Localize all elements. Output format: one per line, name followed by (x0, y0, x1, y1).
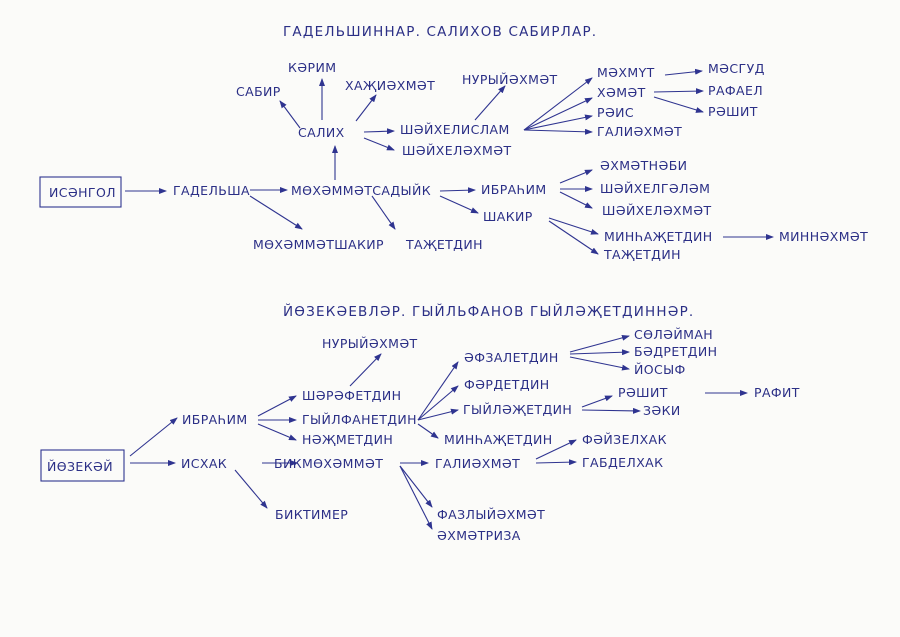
person-ahmatnabi: ӘХМӘТНӘБИ (600, 158, 687, 173)
person-masgud: МӘСГУД (708, 61, 765, 76)
person-isangol: ИСӘНГОЛ (49, 185, 116, 200)
person-sharafetdin: ШӘРӘФЕТДИН (302, 388, 401, 403)
person-minhazhetdin: МИНҺАҖЕТДИН (604, 229, 713, 244)
person-shaihelahmat-2: ШӘЙХЕЛӘХМӘТ (602, 203, 711, 218)
person-faizelhak: ФӘЙЗЕЛХАК (582, 432, 667, 447)
person-shaihelahmat: ШӘЙХЕЛӘХМӘТ (402, 143, 511, 158)
person-ahmatriza: ӘХМӘТРИЗА (437, 528, 521, 543)
person-mahmut: МӘХМҮТ (597, 65, 655, 80)
root-box-isangol (39, 176, 122, 208)
tree-yozek-arrows (129, 334, 748, 530)
person-isxak: ИСХАК (181, 456, 227, 471)
person-gyilfanetdin: ГЫЙЛФАНЕТДИН (302, 412, 417, 427)
person-rashit: РӘШИТ (708, 104, 758, 119)
person-sulaiman: СӨЛӘЙМАН (634, 327, 713, 342)
tree-gadelsha-arrows (125, 68, 774, 255)
person-shaihelgalam: ШӘЙХЕЛГӘЛӘМ (600, 181, 710, 196)
person-fardetdin: ФӘРДЕТДИН (464, 377, 550, 392)
person-rashit-2: РӘШИТ (618, 385, 668, 400)
title-yozekaevlar: ЙӨЗЕКӘЕВЛӘР. ГЫЙЛЬФАНОВ ГЫЙЛӘҖЕТДИННӘР. (283, 302, 694, 320)
person-salih: САЛИХ (298, 125, 345, 140)
person-galiahmat: ГАЛИӘХМӘТ (597, 124, 682, 139)
person-badretdin: БӘДРЕТДИН (634, 344, 717, 359)
title-gadelshinnar: ГАДЕЛЬШИННАР. САЛИХОВ САБИРЛАР. (283, 24, 597, 40)
person-rais: РӘИС (597, 105, 634, 120)
person-tazhetdin: ТАҖЕТДИН (405, 237, 483, 252)
person-galiahmat-2: ГАЛИӘХМӘТ (435, 456, 520, 471)
tree-gadelsha-names: ИСӘНГОЛ ГАДЕЛЬША МӨХӘММӘТСАДЫЙК МӨХӘММӘТ… (49, 60, 868, 262)
person-hazhiahmat: ХАҖИӘХМӘТ (345, 78, 435, 93)
person-gadelsha: ГАДЕЛЬША (173, 183, 250, 198)
root-box-yozekay (40, 449, 125, 482)
person-rafael: РАФАЕЛ (708, 83, 763, 98)
person-hamat: ХӘМӘТ (597, 85, 646, 100)
person-tazhetdin-2: ТАҖЕТДИН (603, 247, 681, 262)
person-ibrahim-2: ИБРАҺИМ (182, 412, 248, 427)
person-yosyf: ЙОСЫФ (634, 362, 686, 377)
person-nuryiahmat: НУРЫЙӘХМӘТ (462, 72, 558, 87)
person-sabir: САБИР (236, 84, 281, 99)
person-gabdelhak: ГАБДЕЛХАК (582, 455, 663, 470)
person-bikmohammat: БИКМӨХӘММӘТ (274, 456, 383, 471)
person-shakir: ШАКИР (483, 209, 533, 224)
person-yozekay: ЙӨЗЕКӘЙ (47, 459, 113, 474)
person-karim: КӘРИМ (288, 60, 336, 75)
person-afzaletdin: ӘФЗАЛЕТДИН (464, 350, 559, 365)
person-fazlyiahmat: ФАЗЛЫЙӘХМӘТ (437, 507, 545, 522)
person-shaiheliislam: ШӘЙХЕЛИСЛАМ (400, 122, 510, 137)
person-nuryiahmat-2: НУРЫЙӘХМӘТ (322, 336, 418, 351)
person-nazhmetdin: НӘҖМЕТДИН (302, 432, 393, 447)
person-minhazhetdin-2: МИНҺАҖЕТДИН (444, 432, 553, 447)
tree-yozek-names: ЙӨЗЕКӘЙ ИБРАҺИМ ИСХАК НУРЫЙӘХМӘТ ШӘРӘФЕТ… (47, 327, 800, 543)
person-rafit: РАФИТ (754, 385, 800, 400)
person-biktimer: БИКТИМЕР (275, 507, 348, 522)
person-mohammatshakir: МӨХӘММӘТШАКИР (253, 237, 384, 252)
person-mohammatsadyik: МӨХӘММӘТСАДЫЙК (291, 183, 431, 198)
person-minnahmat: МИННӘХМӘТ (779, 229, 868, 244)
person-ibrahim: ИБРАҺИМ (481, 182, 547, 197)
person-zaki: ЗӘКИ (643, 403, 681, 418)
person-gyilazhetdin: ГЫЙЛӘҖЕТДИН (463, 402, 572, 417)
